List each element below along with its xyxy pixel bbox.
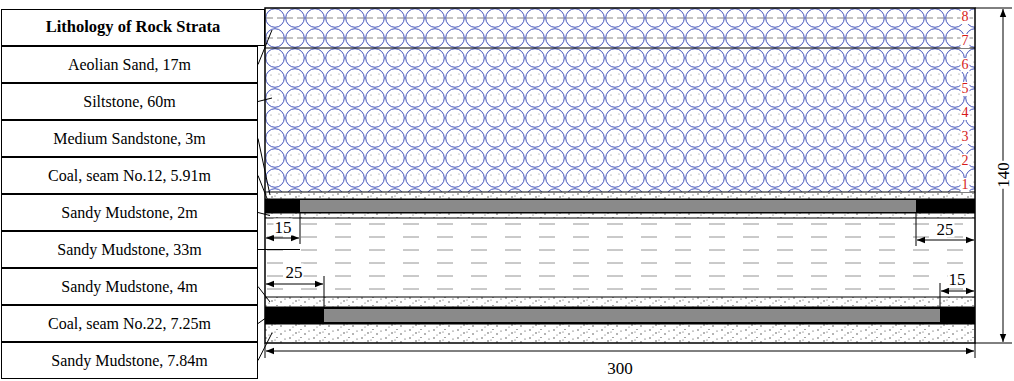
layer-boundaries-part (265, 48, 975, 49)
dimension-label: 25 (936, 221, 955, 238)
layer-number: 2 (961, 154, 970, 168)
dimension-lines-part (916, 213, 917, 246)
dimension-lines-part (266, 351, 974, 352)
strata-layers-part (265, 8, 975, 48)
stratum-label: Siltstone, 60m (83, 93, 175, 111)
stratum-cell: Siltstone, 60m (1, 83, 258, 120)
dimension-lines-part (300, 213, 301, 244)
leader-lines-part (258, 333, 272, 361)
layer-number: 4 (961, 106, 970, 120)
dimension-label: 15 (274, 219, 293, 236)
strata-layers-part (265, 192, 975, 199)
layer-boundaries (265, 8, 975, 343)
strata-layers-part (324, 309, 940, 322)
dimension-label: 140 (995, 161, 1012, 189)
stratum-label: Sandy Mudstone, 4m (61, 278, 197, 296)
layer-boundaries-part (265, 199, 975, 200)
layer-boundaries-part (265, 307, 975, 308)
dimension-lines-part (266, 238, 299, 239)
stratum-cell: Sandy Mudstone, 4m (1, 268, 258, 305)
dimension-lines-part (975, 343, 1012, 344)
dimension-lines-part (975, 8, 1012, 9)
dimension-lines-part (940, 283, 941, 307)
dimension-label: 15 (948, 271, 967, 288)
dimension-lines-part (941, 291, 974, 292)
table-header-cell: Lithology of Rock Strata (1, 9, 265, 46)
strata-layers-part (265, 307, 975, 324)
leader-lines-part (258, 139, 270, 196)
stratum-label: Coal, seam No.22, 7.25m (48, 315, 211, 333)
strata-layers-part (265, 48, 975, 192)
stratum-cell: Medium Sandstone, 3m (1, 120, 258, 157)
layer-boundaries-part (265, 213, 975, 214)
layer-boundaries-part (265, 8, 975, 343)
leader-lines-part (258, 98, 272, 102)
layer-number: 5 (961, 82, 970, 96)
layer-boundaries-part (265, 297, 975, 298)
dimension-lines-part (266, 284, 323, 285)
stratum-label: Sandy Mudstone, 33m (57, 241, 201, 259)
strata-layers-part (300, 200, 916, 212)
layer-number: 1 (961, 178, 970, 192)
layer-boundaries-part (265, 218, 975, 219)
layer-boundaries-part (265, 324, 975, 325)
stratum-label: Aeolian Sand, 17m (68, 56, 191, 74)
layer-number: 7 (961, 34, 970, 48)
dimension-lines-part (917, 240, 974, 241)
stratum-cell: Aeolian Sand, 17m (1, 46, 258, 83)
strata-layers-part (265, 218, 975, 297)
dimension-lines-part (975, 343, 976, 358)
stratum-label: Coal, seam No.12, 5.91m (48, 167, 211, 185)
leader-lines-part (258, 176, 270, 207)
stratum-label: Sandy Mudstone, 7.84m (51, 352, 207, 370)
layer-boundaries-part (265, 192, 975, 193)
stratum-label: Medium Sandstone, 3m (53, 130, 205, 148)
leader-lines (258, 30, 300, 361)
table-heading: Lithology of Rock Strata (46, 18, 221, 36)
leader-lines-part (258, 287, 270, 303)
stratum-cell: Sandy Mudstone, 33m (1, 231, 258, 268)
stratum-cell: Sandy Mudstone, 2m (1, 194, 258, 231)
dimension-label: 300 (606, 360, 634, 377)
dimension-label: 25 (285, 264, 304, 281)
strata-layers-part (265, 297, 975, 307)
stratum-label: Sandy Mudstone, 2m (61, 204, 197, 222)
strata-layers-part (265, 199, 975, 213)
stratum-cell: Coal, seam No.22, 7.25m (1, 305, 258, 342)
leader-lines-part (258, 213, 270, 216)
strata-layers (265, 8, 975, 343)
leader-lines-part (258, 249, 300, 250)
dimension-lines-part (265, 343, 266, 358)
stratum-cell: Sandy Mudstone, 7.84m (1, 342, 258, 379)
dimension-lines-part (324, 276, 325, 307)
strata-layers-part (265, 213, 975, 218)
layer-number: 8 (961, 10, 970, 24)
layer-number: 6 (961, 58, 970, 72)
layer-number: 3 (961, 130, 970, 144)
stratum-cell: Coal, seam No.12, 5.91m (1, 157, 258, 194)
dimension-lines (265, 8, 1012, 358)
leader-lines-part (258, 315, 270, 324)
strata-layers-part (265, 324, 975, 343)
